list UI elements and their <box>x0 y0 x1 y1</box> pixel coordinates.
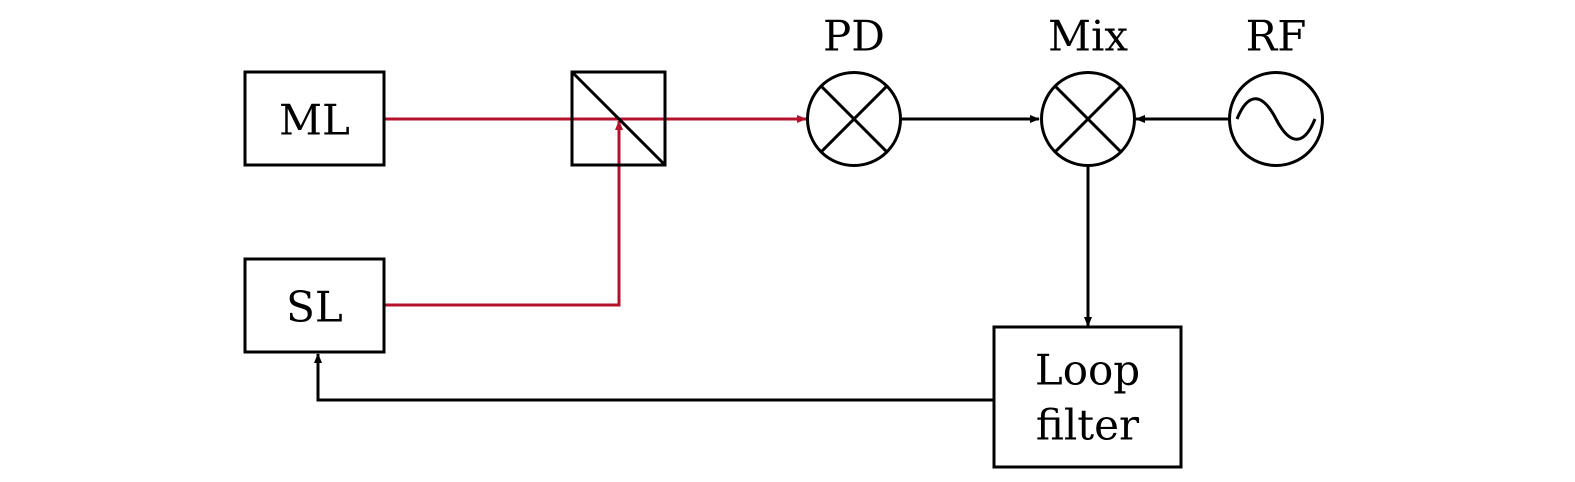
beam-splitter-diagonal <box>570 70 667 167</box>
rf-label: RF <box>1246 12 1307 61</box>
mix-label: Mix <box>1048 12 1128 61</box>
loop-filter-to-sl-feedback-path <box>314 353 994 402</box>
pd-node: PD <box>806 12 902 167</box>
mix-node: Mix <box>1040 12 1136 167</box>
loop-filter-block: Loop filter <box>992 325 1183 469</box>
ml-label: ML <box>279 96 350 145</box>
crossed-circle-icon <box>806 71 902 167</box>
beam-splitter-icon <box>570 70 667 167</box>
sl-box <box>243 257 386 354</box>
pd-label: PD <box>823 12 885 61</box>
ml-block: ML <box>243 70 386 167</box>
loop-filter-label-line2: filter <box>1036 401 1140 450</box>
sl-label: SL <box>286 283 343 332</box>
crossed-circle-icon <box>1040 71 1136 167</box>
loop-filter-box <box>992 325 1183 469</box>
rf-node: RF <box>1228 12 1324 167</box>
ml-box <box>243 70 386 167</box>
sl-to-beam-splitter-optical-path <box>385 120 623 307</box>
beam-splitter-box <box>570 70 667 167</box>
loop-filter-label-line1: Loop <box>1035 346 1140 395</box>
sine-wave-icon <box>1228 71 1324 167</box>
sl-block: SL <box>243 257 386 354</box>
